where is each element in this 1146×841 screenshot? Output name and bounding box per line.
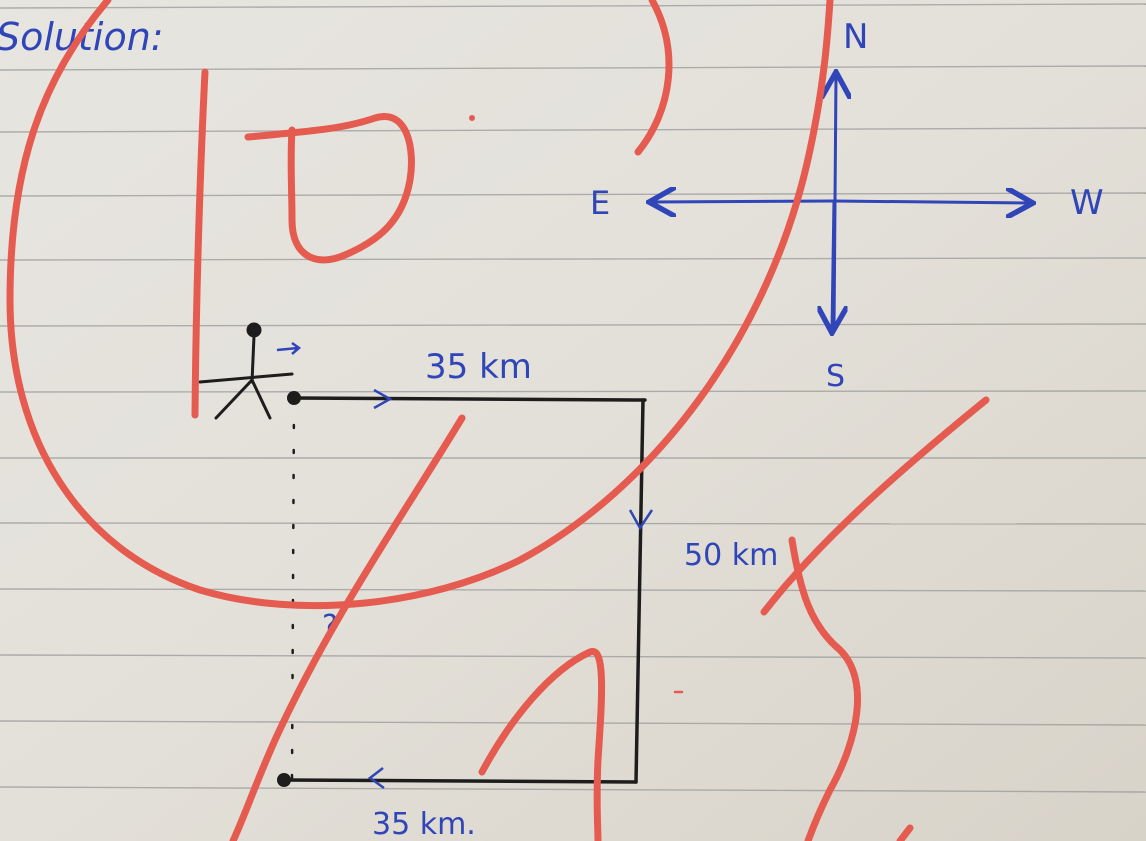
leg-west-label: 35 km. [372,807,476,841]
red-long-slash [229,414,466,841]
red-right-slash [760,396,990,616]
red-digit-one [191,68,209,419]
ruled-lines [0,3,1146,793]
compass-south-label: S [826,359,845,394]
compass-south-arrow [832,199,834,330]
path-leg-west [282,778,638,784]
compass-right-arrow [833,201,1030,203]
compass-rose [652,75,1030,330]
compass-east-label: E [590,184,610,222]
red-right-curve [788,536,861,841]
start-point [287,391,301,405]
compass-north-label: N [843,17,868,57]
path-leg-east [292,396,647,402]
red-arc-bottom [478,648,606,841]
path-arrow-south [628,509,654,531]
red-letter-d [244,113,415,264]
compass-west-label: W [1070,183,1104,223]
small-direction-arrow [276,341,302,355]
leg-south-label: 50 km [684,538,778,573]
end-point [277,773,291,787]
red-dot-top [469,115,475,121]
red-arc-top [634,0,673,156]
red-corner-mark [896,824,914,841]
path-arrow-east [373,388,393,410]
path-arrow-west [367,767,385,790]
compass-left-arrow [652,201,835,202]
red-marker-scribbles [6,0,990,841]
leg-east-label: 35 km [425,347,532,387]
stick-figure [198,322,294,420]
